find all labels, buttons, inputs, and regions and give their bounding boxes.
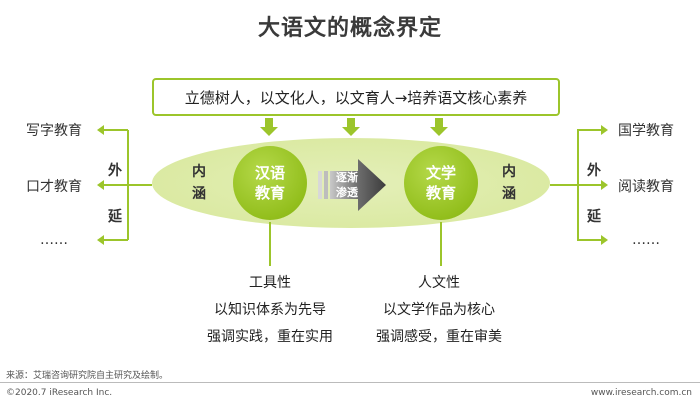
inner-left-label: 内涵 bbox=[192, 164, 206, 202]
right-bracket-bottom bbox=[577, 239, 601, 241]
left-desc-line: 以知识体系为先导 bbox=[214, 302, 326, 318]
arrow-right-icon bbox=[601, 180, 608, 190]
literature-education-circle: 文学教育 bbox=[404, 146, 478, 220]
right-bracket-top bbox=[577, 129, 601, 131]
core-literacy-box: 立德树人，以文化人，以文育人→培养语文核心素养 bbox=[152, 78, 560, 116]
right-bracket-mid bbox=[550, 184, 601, 186]
left-bracket-bottom bbox=[104, 239, 128, 241]
page-title: 大语文的概念界定 bbox=[257, 16, 442, 41]
footer-divider bbox=[0, 382, 700, 383]
right-desc-line: 以文学作品为核心 bbox=[383, 302, 495, 318]
left-extension-label: 外延 bbox=[108, 163, 122, 225]
right-desc-line: 强调感受，重在审美 bbox=[376, 329, 502, 345]
chinese-education-circle: 汉语教育 bbox=[233, 146, 307, 220]
website-text: www.iresearch.com.cn bbox=[590, 388, 692, 398]
left-connector-line bbox=[269, 222, 271, 266]
arrow-right-icon bbox=[601, 125, 608, 135]
left-bracket-mid bbox=[104, 184, 152, 186]
arrow-left-icon bbox=[97, 180, 104, 190]
left-bracket-top bbox=[104, 129, 128, 131]
right-connector-line bbox=[440, 222, 442, 266]
arrow-right-icon bbox=[601, 235, 608, 245]
core-literacy-text: 立德树人，以文化人，以文育人→培养语文核心素养 bbox=[184, 88, 528, 107]
penetration-label: 逐渐渗透 bbox=[336, 171, 358, 199]
left-item-more: …… bbox=[40, 232, 68, 248]
left-description: 工具性 以知识体系为先导 强调实践，重在实用 bbox=[189, 272, 351, 349]
right-item-reading: 阅读教育 bbox=[618, 179, 674, 195]
inner-right-label: 内涵 bbox=[502, 164, 516, 202]
right-item-more: …… bbox=[632, 232, 660, 248]
right-description: 人文性 以文学作品为核心 强调感受，重在审美 bbox=[358, 272, 520, 349]
left-desc-line: 强调实践，重在实用 bbox=[207, 329, 333, 345]
right-item-sinology: 国学教育 bbox=[618, 123, 674, 139]
copyright-text: ©2020.7 iResearch Inc. bbox=[6, 388, 113, 398]
penetration-arrow-icon bbox=[318, 159, 386, 211]
left-desc-line: 工具性 bbox=[249, 275, 291, 291]
source-note: 来源：艾瑞咨询研究院自主研究及绘制。 bbox=[6, 371, 169, 381]
right-extension-label: 外延 bbox=[587, 163, 601, 225]
left-item-speech: 口才教育 bbox=[26, 179, 82, 195]
left-item-writing: 写字教育 bbox=[26, 123, 82, 139]
right-desc-line: 人文性 bbox=[418, 275, 460, 291]
arrow-left-icon bbox=[97, 125, 104, 135]
arrow-left-icon bbox=[97, 235, 104, 245]
